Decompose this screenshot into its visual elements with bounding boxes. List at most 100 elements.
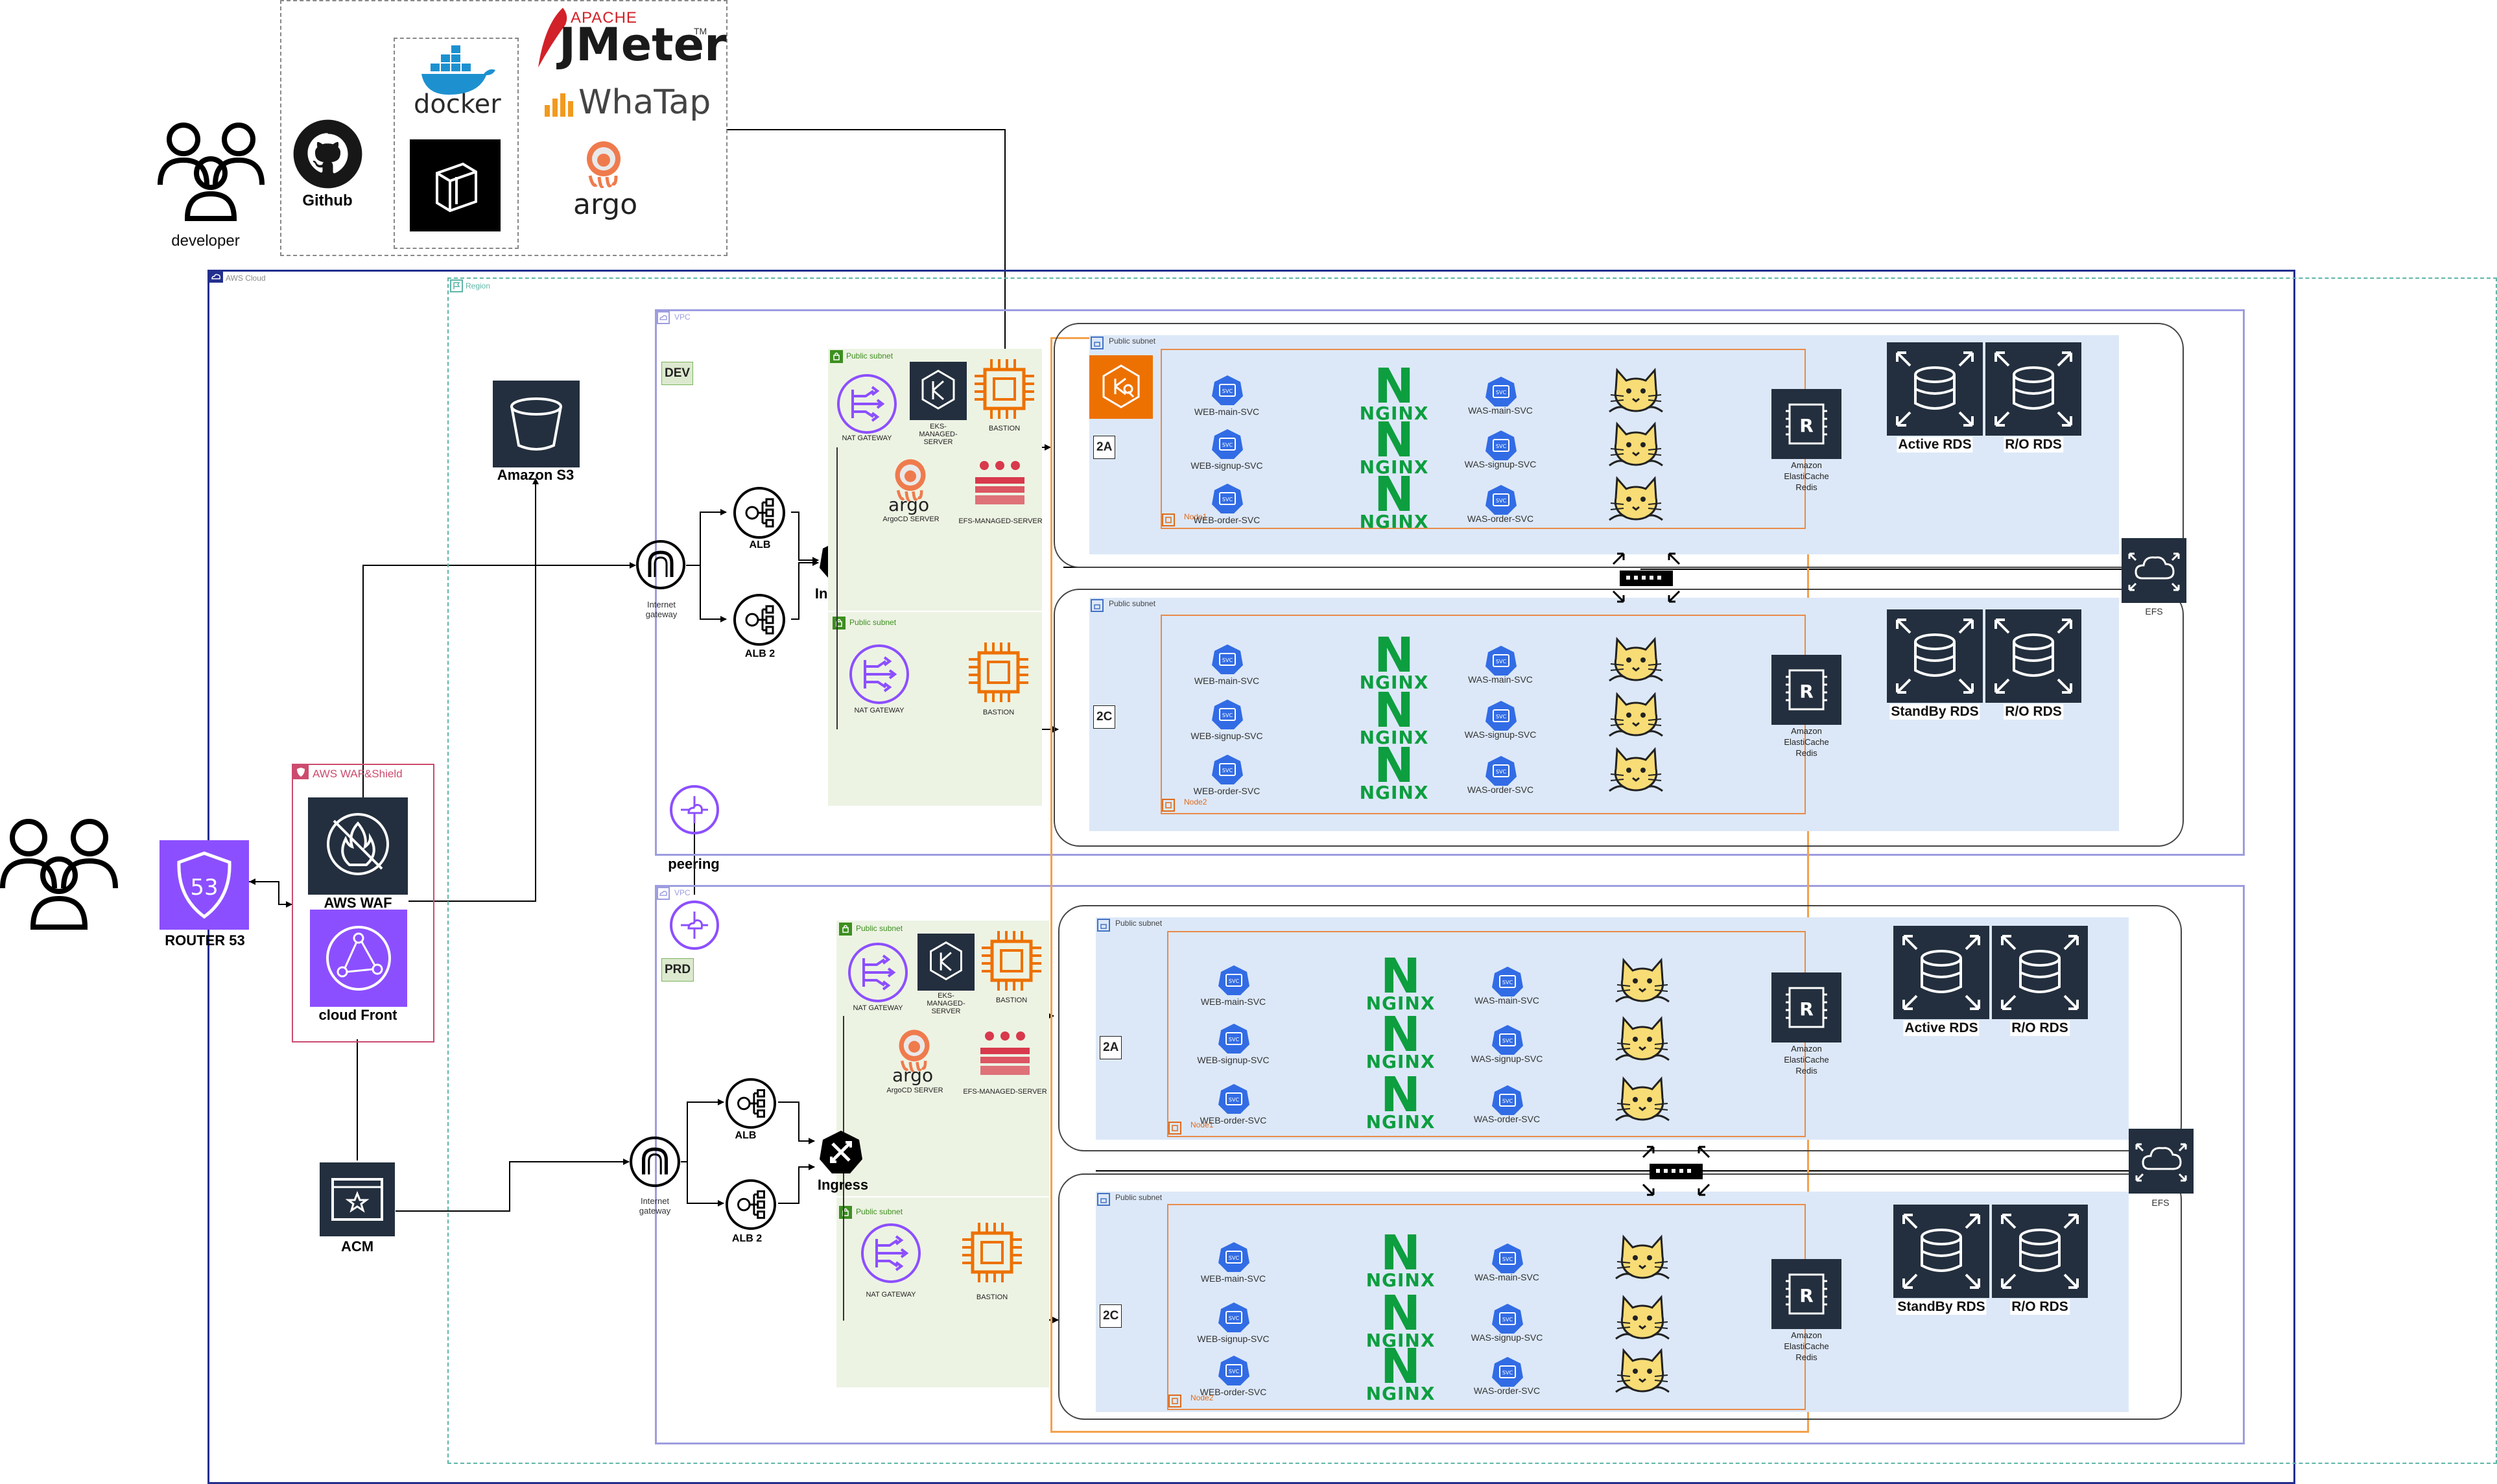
prd-az-a-web-svc-0[interactable]: SVC <box>1218 964 1250 996</box>
dev-az-a-frame <box>1054 323 2184 568</box>
dev-efs-server-icon[interactable] <box>969 459 1031 512</box>
prd-az-c-elasticache-tile[interactable]: R <box>1771 1259 1841 1329</box>
prd-az-a-web-svc-2[interactable]: SVC <box>1218 1083 1250 1115</box>
prd-az-c-rds-1[interactable] <box>1992 1205 2088 1298</box>
prd-mgmt-subnet-label: Public subnet <box>856 924 903 933</box>
dev-az-c-web-svc-label-0: WEB-main-SVC <box>1194 676 1260 686</box>
prd-eks-label: EKS-MANAGED-SERVER <box>927 992 965 1015</box>
prd-efs-server-icon[interactable] <box>974 1030 1036 1083</box>
dev-az-c-elasticache-tile[interactable]: R <box>1771 655 1841 725</box>
prd-az-c-cache-line3: Redis <box>1795 1352 1817 1362</box>
dev-vpc-label: VPC <box>674 312 691 322</box>
prd-az-c-was-svc-2[interactable]: SVC <box>1491 1356 1524 1388</box>
dev-internet-gateway-icon[interactable] <box>635 539 686 590</box>
aws-waf-tile[interactable] <box>308 797 408 895</box>
prd-bastion-icon[interactable] <box>978 927 1045 995</box>
dev-az-a-web-svc-2[interactable]: SVC <box>1211 482 1244 515</box>
prd-argocd-label: ArgoCD SERVER <box>886 1087 943 1094</box>
prd-az-c-web-svc-0[interactable]: SVC <box>1218 1241 1250 1273</box>
dev-az-c-tomcat-2 <box>1607 743 1665 795</box>
dev-argocd-icon[interactable] <box>892 457 929 502</box>
prd-alb2-icon[interactable] <box>725 1179 777 1231</box>
prd-az-a-rds-0[interactable] <box>1893 926 1989 1019</box>
prd-efs-label: EFS <box>2151 1197 2170 1208</box>
dev-az-a-node-frame <box>1161 349 1806 529</box>
prd-alb-label: ALB <box>735 1130 757 1141</box>
s3-tile[interactable] <box>493 381 580 467</box>
svg-text:SVC: SVC <box>1496 498 1507 504</box>
route53-shield-icon: 53 <box>177 851 231 919</box>
dev-az-c-was-svc-1[interactable]: SVC <box>1485 700 1517 732</box>
prd-az-c-was-svc-1[interactable]: SVC <box>1491 1302 1524 1335</box>
dev-az-a-was-svc-2[interactable]: SVC <box>1485 484 1517 516</box>
prd-az-c-web-svc-label-1: WEB-signup-SVC <box>1197 1334 1270 1344</box>
tomcat-icon <box>1615 958 1670 1003</box>
tomcat-icon <box>1615 1295 1670 1340</box>
dev-az-c-was-svc-2[interactable]: SVC <box>1485 755 1517 787</box>
dev-alb2-icon[interactable] <box>733 593 786 646</box>
nginx-word: NGINX <box>1359 456 1429 478</box>
dev-argocd-label: ArgoCD SERVER <box>882 515 940 523</box>
dev-az-a-rds-1[interactable] <box>1985 342 2081 436</box>
dev-bastion2-icon[interactable] <box>965 639 1032 706</box>
tomcat-icon <box>1615 1076 1670 1122</box>
dev-az-a-cache-line1: Amazon <box>1791 460 1822 470</box>
acm-tile[interactable] <box>320 1162 395 1236</box>
dev-az-c-web-svc-1[interactable]: SVC <box>1211 698 1244 731</box>
dev-az-a-elasticache-tile[interactable]: R <box>1771 389 1841 459</box>
k8s-svc-icon: SVC <box>1492 1243 1523 1273</box>
dev-az-c-was-svc-0[interactable]: SVC <box>1485 644 1517 677</box>
route53-tile[interactable]: 53 <box>160 840 249 930</box>
dev-az-c-rds-1[interactable] <box>1985 609 2081 703</box>
prd-nat-gateway-icon[interactable] <box>847 941 909 1004</box>
dev-nat2-icon[interactable] <box>848 643 910 705</box>
dev-az-c-web-svc-0[interactable]: SVC <box>1211 643 1244 676</box>
prd-argocd-icon[interactable] <box>896 1028 932 1073</box>
dev-az-a-rds-0[interactable] <box>1887 342 1983 436</box>
prd-az-a-cache-line1: Amazon <box>1791 1044 1822 1054</box>
svg-text:SVC: SVC <box>1222 657 1233 663</box>
prd-mgmt-subnet-icon <box>839 923 852 936</box>
prd-eks-tile[interactable] <box>917 934 975 991</box>
dev-bastion-icon[interactable] <box>971 355 1038 423</box>
github-icon <box>293 119 362 189</box>
prd-alb-icon[interactable] <box>725 1078 777 1129</box>
prd-az-c-web-svc-1[interactable]: SVC <box>1218 1301 1250 1334</box>
dev-az-c-web-svc-2[interactable]: SVC <box>1211 753 1244 786</box>
k8s-svc-icon: SVC <box>1218 1242 1249 1272</box>
cloudfront-tile[interactable] <box>310 910 407 1007</box>
prd-az-c-was-svc-0[interactable]: SVC <box>1491 1242 1524 1275</box>
prd-ingress-icon[interactable] <box>818 1129 864 1175</box>
dev-az-a-was-svc-1[interactable]: SVC <box>1485 429 1517 462</box>
dev-az-a-web-svc-1[interactable]: SVC <box>1211 428 1244 460</box>
dev-az-a-web-svc-0[interactable]: SVC <box>1211 374 1244 406</box>
dev-igw-label: Internet gateway <box>645 600 678 619</box>
prd-internet-gateway-icon[interactable] <box>629 1136 681 1188</box>
prd-az-a-web-svc-label-0: WEB-main-SVC <box>1200 996 1266 1007</box>
prd-nat2-icon[interactable] <box>860 1222 922 1284</box>
dev-nat-gateway-icon[interactable] <box>836 373 898 435</box>
dev-efs-tile[interactable] <box>2122 538 2186 603</box>
dev-alb-icon[interactable] <box>733 486 786 539</box>
dev-eks-cluster-tile[interactable] <box>1089 355 1153 419</box>
prd-efs-tile[interactable] <box>2129 1129 2194 1194</box>
prd-az-c-web-svc-2[interactable]: SVC <box>1218 1354 1250 1387</box>
dev-az-c-cache-line1: Amazon <box>1791 726 1822 736</box>
dev-nat-label: NAT GATEWAY <box>842 434 892 442</box>
k8s-svc-icon: SVC <box>1492 1304 1523 1334</box>
prd-az-a-was-svc-0[interactable]: SVC <box>1491 965 1524 998</box>
prd-az-a-was-svc-2[interactable]: SVC <box>1491 1084 1524 1116</box>
prd-az-a-elasticache-tile[interactable]: R <box>1771 972 1841 1042</box>
svg-text:SVC: SVC <box>1222 713 1233 718</box>
tomcat-icon <box>1615 1348 1670 1393</box>
dev-az-c-cache-line2: ElastiCache <box>1784 737 1829 747</box>
prd-az-a-was-svc-1[interactable]: SVC <box>1491 1024 1524 1056</box>
prd-bastion2-icon[interactable] <box>958 1219 1026 1286</box>
dev-az-c-rds-0[interactable] <box>1887 609 1983 703</box>
prd-az-a-rds-1[interactable] <box>1992 926 2088 1019</box>
prd-az-c-rds-0[interactable] <box>1893 1205 1989 1298</box>
dev-az-a-was-svc-0[interactable]: SVC <box>1485 375 1517 408</box>
dev-eks-tile[interactable] <box>910 362 967 420</box>
prd-az-a-web-svc-1[interactable]: SVC <box>1218 1022 1250 1055</box>
